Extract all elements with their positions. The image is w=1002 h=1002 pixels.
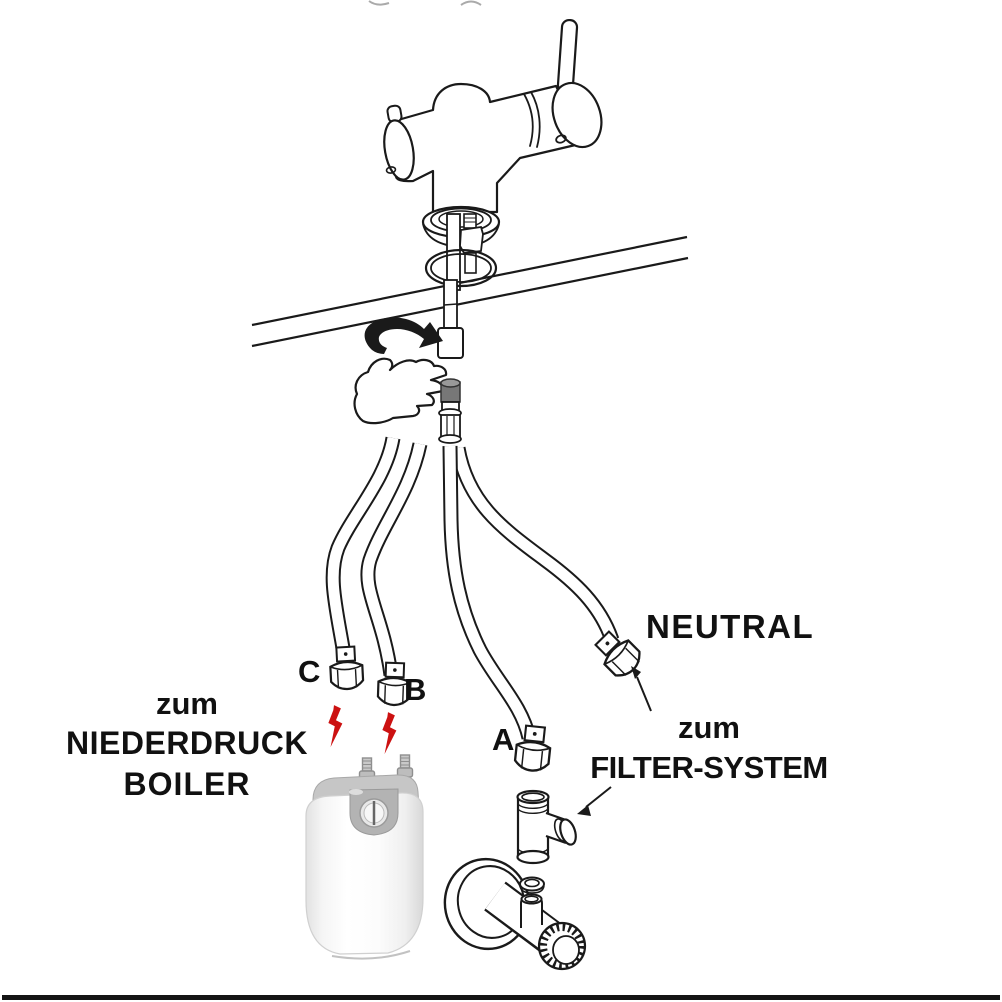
hose-b bbox=[360, 442, 428, 676]
label-hose-c: C bbox=[298, 654, 321, 689]
label-hose-a: A bbox=[492, 722, 515, 757]
label-block-boiler: zum NIEDERDRUCK BOILER bbox=[58, 688, 316, 800]
label-boiler-boiler: BOILER bbox=[123, 766, 251, 802]
boiler bbox=[305, 754, 424, 960]
gasket-ring bbox=[424, 248, 498, 288]
nut-c bbox=[328, 645, 365, 691]
faucet-left-endcap bbox=[383, 119, 415, 181]
faucet-shank bbox=[424, 213, 498, 359]
label-block-filter: zum FILTER-SYSTEM bbox=[580, 712, 838, 783]
pointer-arrows bbox=[577, 666, 652, 816]
bottom-rule bbox=[2, 995, 1000, 1000]
boiler-stud-right bbox=[396, 754, 414, 778]
faucet-handle bbox=[556, 18, 579, 94]
hose-adapter bbox=[438, 378, 462, 444]
t-fitting bbox=[516, 789, 577, 865]
arrow-to-neutral-nut bbox=[631, 666, 641, 679]
label-hose-b: B bbox=[404, 672, 427, 707]
label-boiler-zum: zum bbox=[156, 686, 218, 721]
angle-valve bbox=[443, 857, 587, 971]
boiler-body bbox=[305, 792, 424, 955]
shank-connector bbox=[437, 327, 464, 359]
lightning-icon-left bbox=[327, 705, 343, 748]
top-crop-artifacts bbox=[368, 0, 482, 6]
hose-a bbox=[442, 445, 537, 740]
faucet-right-endcap bbox=[551, 81, 603, 149]
rotate-arrow-icon bbox=[364, 317, 443, 354]
hoses bbox=[325, 436, 620, 740]
hose-neutral bbox=[450, 446, 620, 643]
label-filter-zum: zum bbox=[678, 710, 740, 745]
hose-c bbox=[325, 436, 401, 662]
label-boiler-niederdruck: NIEDERDRUCK bbox=[66, 725, 308, 761]
label-neutral: NEUTRAL bbox=[646, 608, 815, 645]
arrow-to-t-fitting bbox=[577, 805, 591, 816]
hand-icon bbox=[353, 357, 448, 425]
faucet bbox=[383, 18, 603, 214]
label-filter-system: FILTER-SYSTEM bbox=[590, 750, 828, 785]
lightning-icon-right bbox=[381, 712, 397, 755]
shank-hex-nut bbox=[459, 225, 484, 254]
